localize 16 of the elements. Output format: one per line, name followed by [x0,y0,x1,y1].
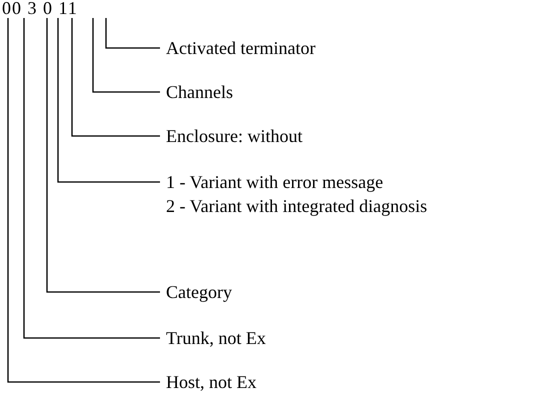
code-description: Enclosure: without [166,124,302,148]
leader-line [71,18,160,137]
type-code: 00 3 0 11 [2,0,78,18]
code-description: Activated terminator [166,36,316,60]
code-description: Trunk, not Ex [166,326,266,350]
leader-line [23,18,160,339]
code-description: Host, not Ex [166,370,257,394]
code-description: Channels [166,80,233,104]
leader-line [7,18,160,383]
option-text: 2 - Variant with integrated diagnosis [166,195,428,218]
leader-line [46,18,160,293]
leader-line [57,18,160,183]
leader-line [92,18,160,93]
code-description: Category [166,280,232,304]
option-text: 1 - Variant with error message [166,171,384,194]
leader-line [105,18,160,49]
